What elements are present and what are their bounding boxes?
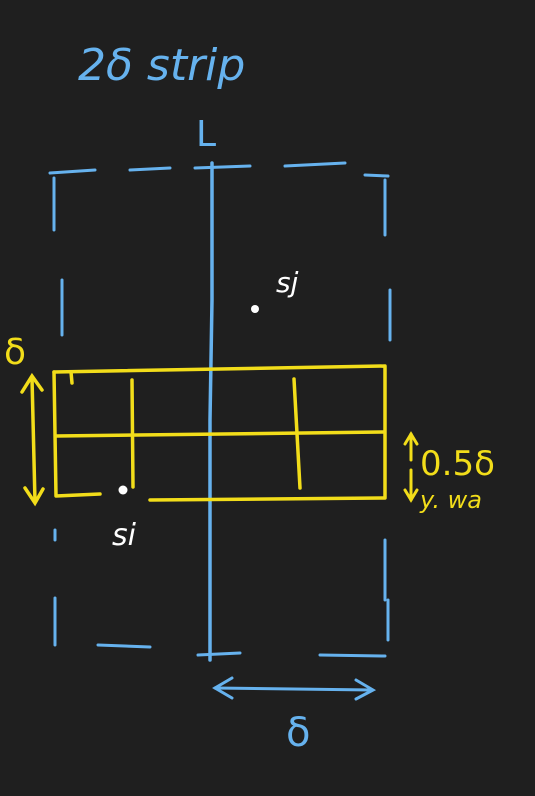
half-delta-label: 0.5δ xyxy=(420,444,495,484)
note-label: y. wa xyxy=(419,486,482,514)
delta-bottom-label: δ xyxy=(286,710,310,756)
half-delta-arrow xyxy=(403,431,419,503)
point-sj xyxy=(251,305,259,313)
delta-left-label: δ xyxy=(4,332,26,373)
title: 2δ strip xyxy=(78,40,245,91)
delta-bottom-arrow xyxy=(212,676,377,701)
delta-rectangle xyxy=(52,364,387,502)
point-si xyxy=(118,485,128,495)
strip-boundary xyxy=(48,161,392,658)
point-si-label: si xyxy=(112,518,137,553)
line-l xyxy=(208,161,214,662)
line-label: L xyxy=(196,114,216,155)
point-sj-label: sj xyxy=(276,266,299,299)
delta-left-arrow xyxy=(20,372,45,507)
